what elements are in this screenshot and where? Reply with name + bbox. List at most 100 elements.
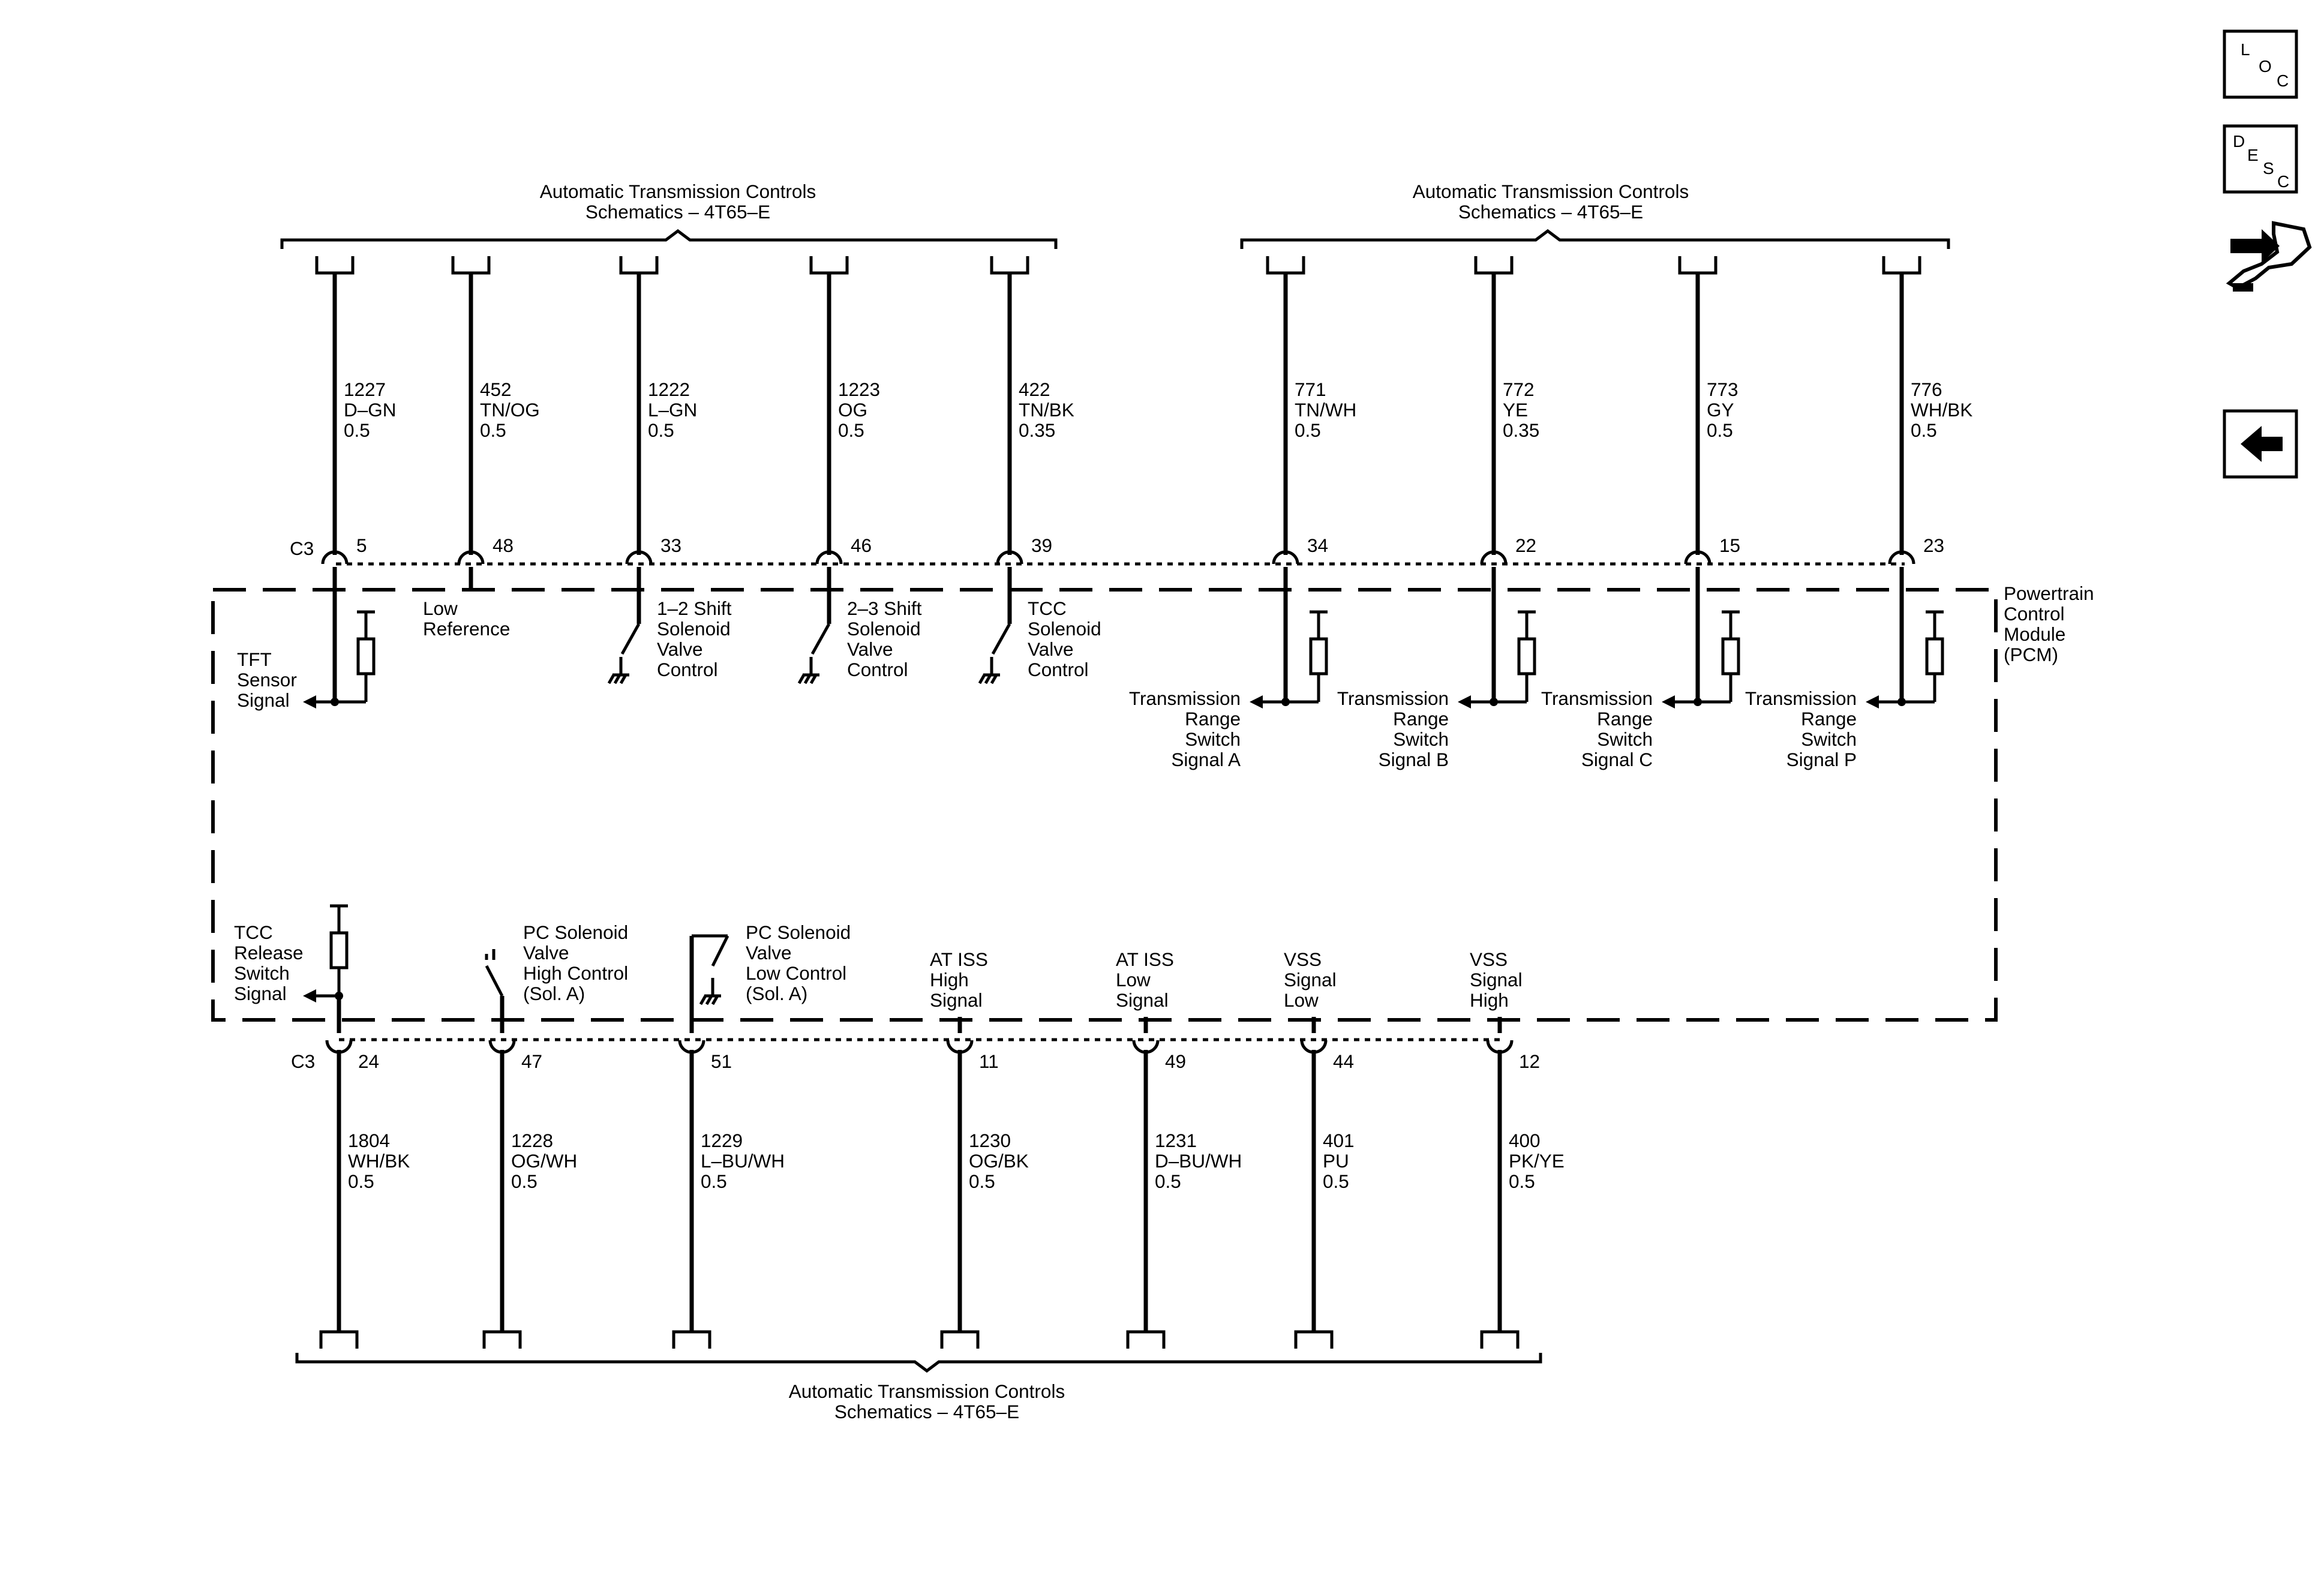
wire-gauge: 0.5: [511, 1170, 538, 1192]
wire-gauge: 0.35: [1019, 419, 1055, 441]
signal-label-line: Low Control: [746, 962, 846, 984]
wire-terminal: [1474, 256, 1514, 275]
wire-gauge: 0.5: [969, 1170, 995, 1192]
top-wire-22[interactable]: 772YE0.3522TransmissionRangeSwitchSignal…: [1337, 256, 1539, 770]
ground-hatch: [613, 674, 621, 685]
desc-button[interactable]: D E S C: [2223, 124, 2298, 194]
desc-letter-d: D: [2233, 132, 2245, 151]
loc-letter-c: C: [2277, 71, 2289, 90]
loc-button[interactable]: L O C: [2223, 29, 2298, 99]
ground-hatch: [699, 995, 707, 1005]
wire-gauge: 0.5: [344, 419, 370, 441]
signal-label-line: Low: [1116, 969, 1151, 990]
pin-number: 39: [1031, 535, 1052, 556]
wire-terminal: [1266, 256, 1305, 275]
wire-circuit-number: 1228: [511, 1130, 553, 1151]
signal-label-line: AT ISS: [930, 948, 988, 970]
pin-number: 33: [660, 535, 681, 556]
signal-label-line: Control: [1028, 659, 1089, 680]
signal-label-line: Switch: [1393, 728, 1449, 750]
top-wire-23[interactable]: 776WH/BK0.523TransmissionRangeSwitchSign…: [1745, 256, 1972, 770]
signal-label-line: Switch: [234, 962, 290, 984]
signal-label-line: Valve: [847, 638, 893, 660]
wire-gauge: 0.5: [1509, 1170, 1535, 1192]
signal-label-line: VSS: [1284, 948, 1322, 970]
signal-label-line: TCC: [234, 921, 273, 943]
signal-arrow: [1866, 695, 1879, 709]
loc-icon: L O C: [2241, 40, 2289, 90]
pullup-resistor: [1517, 637, 1536, 676]
header-bottom-line2: Schematics – 4T65–E: [834, 1401, 1019, 1422]
signal-arrow: [303, 989, 316, 1002]
signal-label-line: PC Solenoid: [523, 921, 628, 943]
signal-label-line: TCC: [1028, 598, 1067, 619]
signal-arrow: [303, 695, 316, 709]
signal-label-line: 2–3 Shift: [847, 598, 922, 619]
wire-color: TN/WH: [1295, 399, 1356, 421]
pin-number: 51: [711, 1050, 732, 1072]
wire-color: OG/BK: [969, 1150, 1029, 1172]
switch-contact: [711, 935, 729, 967]
wire-terminal: [990, 256, 1029, 275]
wire-gauge: 0.5: [1323, 1170, 1349, 1192]
signal-label-line: Signal B: [1379, 749, 1449, 770]
wire-terminal: [319, 1330, 359, 1349]
pin-number: 44: [1333, 1050, 1354, 1072]
top-wire-34[interactable]: 771TN/WH0.534TransmissionRangeSwitchSign…: [1129, 256, 1356, 770]
ground-hatch: [711, 995, 719, 1005]
wire-color: D–BU/WH: [1155, 1150, 1242, 1172]
wire-terminal: [1294, 1330, 1334, 1349]
pullup-resistor: [356, 637, 376, 676]
signal-label-line: Transmission: [1541, 688, 1653, 709]
signal-label-line: Low: [423, 598, 458, 619]
wire-terminal: [315, 256, 355, 275]
wire-terminal: [940, 1330, 980, 1349]
wire-circuit-number: 401: [1323, 1130, 1355, 1151]
connector-pin-arc: [625, 550, 653, 565]
signal-label-line: Valve: [1028, 638, 1073, 660]
signal-label-line: Control: [657, 659, 718, 680]
signal-label-line: Solenoid: [657, 618, 731, 640]
ground-hatch: [619, 674, 627, 685]
wire-circuit-number: 1804: [348, 1130, 390, 1151]
wire-circuit-number: 1229: [701, 1130, 743, 1151]
signal-label-line: AT ISS: [1116, 948, 1174, 970]
connector-wrench-button[interactable]: [2226, 221, 2312, 292]
top-wire-15[interactable]: 773GY0.515TransmissionRangeSwitchSignal …: [1541, 256, 1740, 770]
wire-terminal: [1678, 256, 1718, 275]
back-button[interactable]: [2223, 409, 2298, 479]
wire-gauge: 0.5: [348, 1170, 374, 1192]
brace-top-right: [1240, 229, 1950, 249]
junction-dot: [1281, 698, 1290, 706]
signal-label-line: Control: [847, 659, 908, 680]
signal-label-line: High Control: [523, 962, 628, 984]
wire-circuit-number: 1231: [1155, 1130, 1197, 1151]
pin-number: 22: [1515, 535, 1536, 556]
signal-label-line: Signal A: [1171, 749, 1241, 770]
wire-color: PK/YE: [1509, 1150, 1565, 1172]
header-top-right[interactable]: Automatic Transmission Controls Schemati…: [1413, 181, 1689, 223]
header-top-left[interactable]: Automatic Transmission Controls Schemati…: [540, 181, 816, 223]
header-bottom[interactable]: Automatic Transmission Controls Schemati…: [789, 1380, 1065, 1422]
wire-terminal: [1126, 1330, 1166, 1349]
wire-color: OG/WH: [511, 1150, 577, 1172]
wire-color: GY: [1707, 399, 1734, 421]
signal-label-line: (Sol. A): [746, 983, 807, 1004]
switch-contact: [810, 623, 831, 655]
junction-dot: [1897, 698, 1906, 706]
wire-circuit-number: 400: [1509, 1130, 1541, 1151]
desc-letter-e: E: [2247, 146, 2259, 164]
junction-dot: [331, 698, 339, 706]
